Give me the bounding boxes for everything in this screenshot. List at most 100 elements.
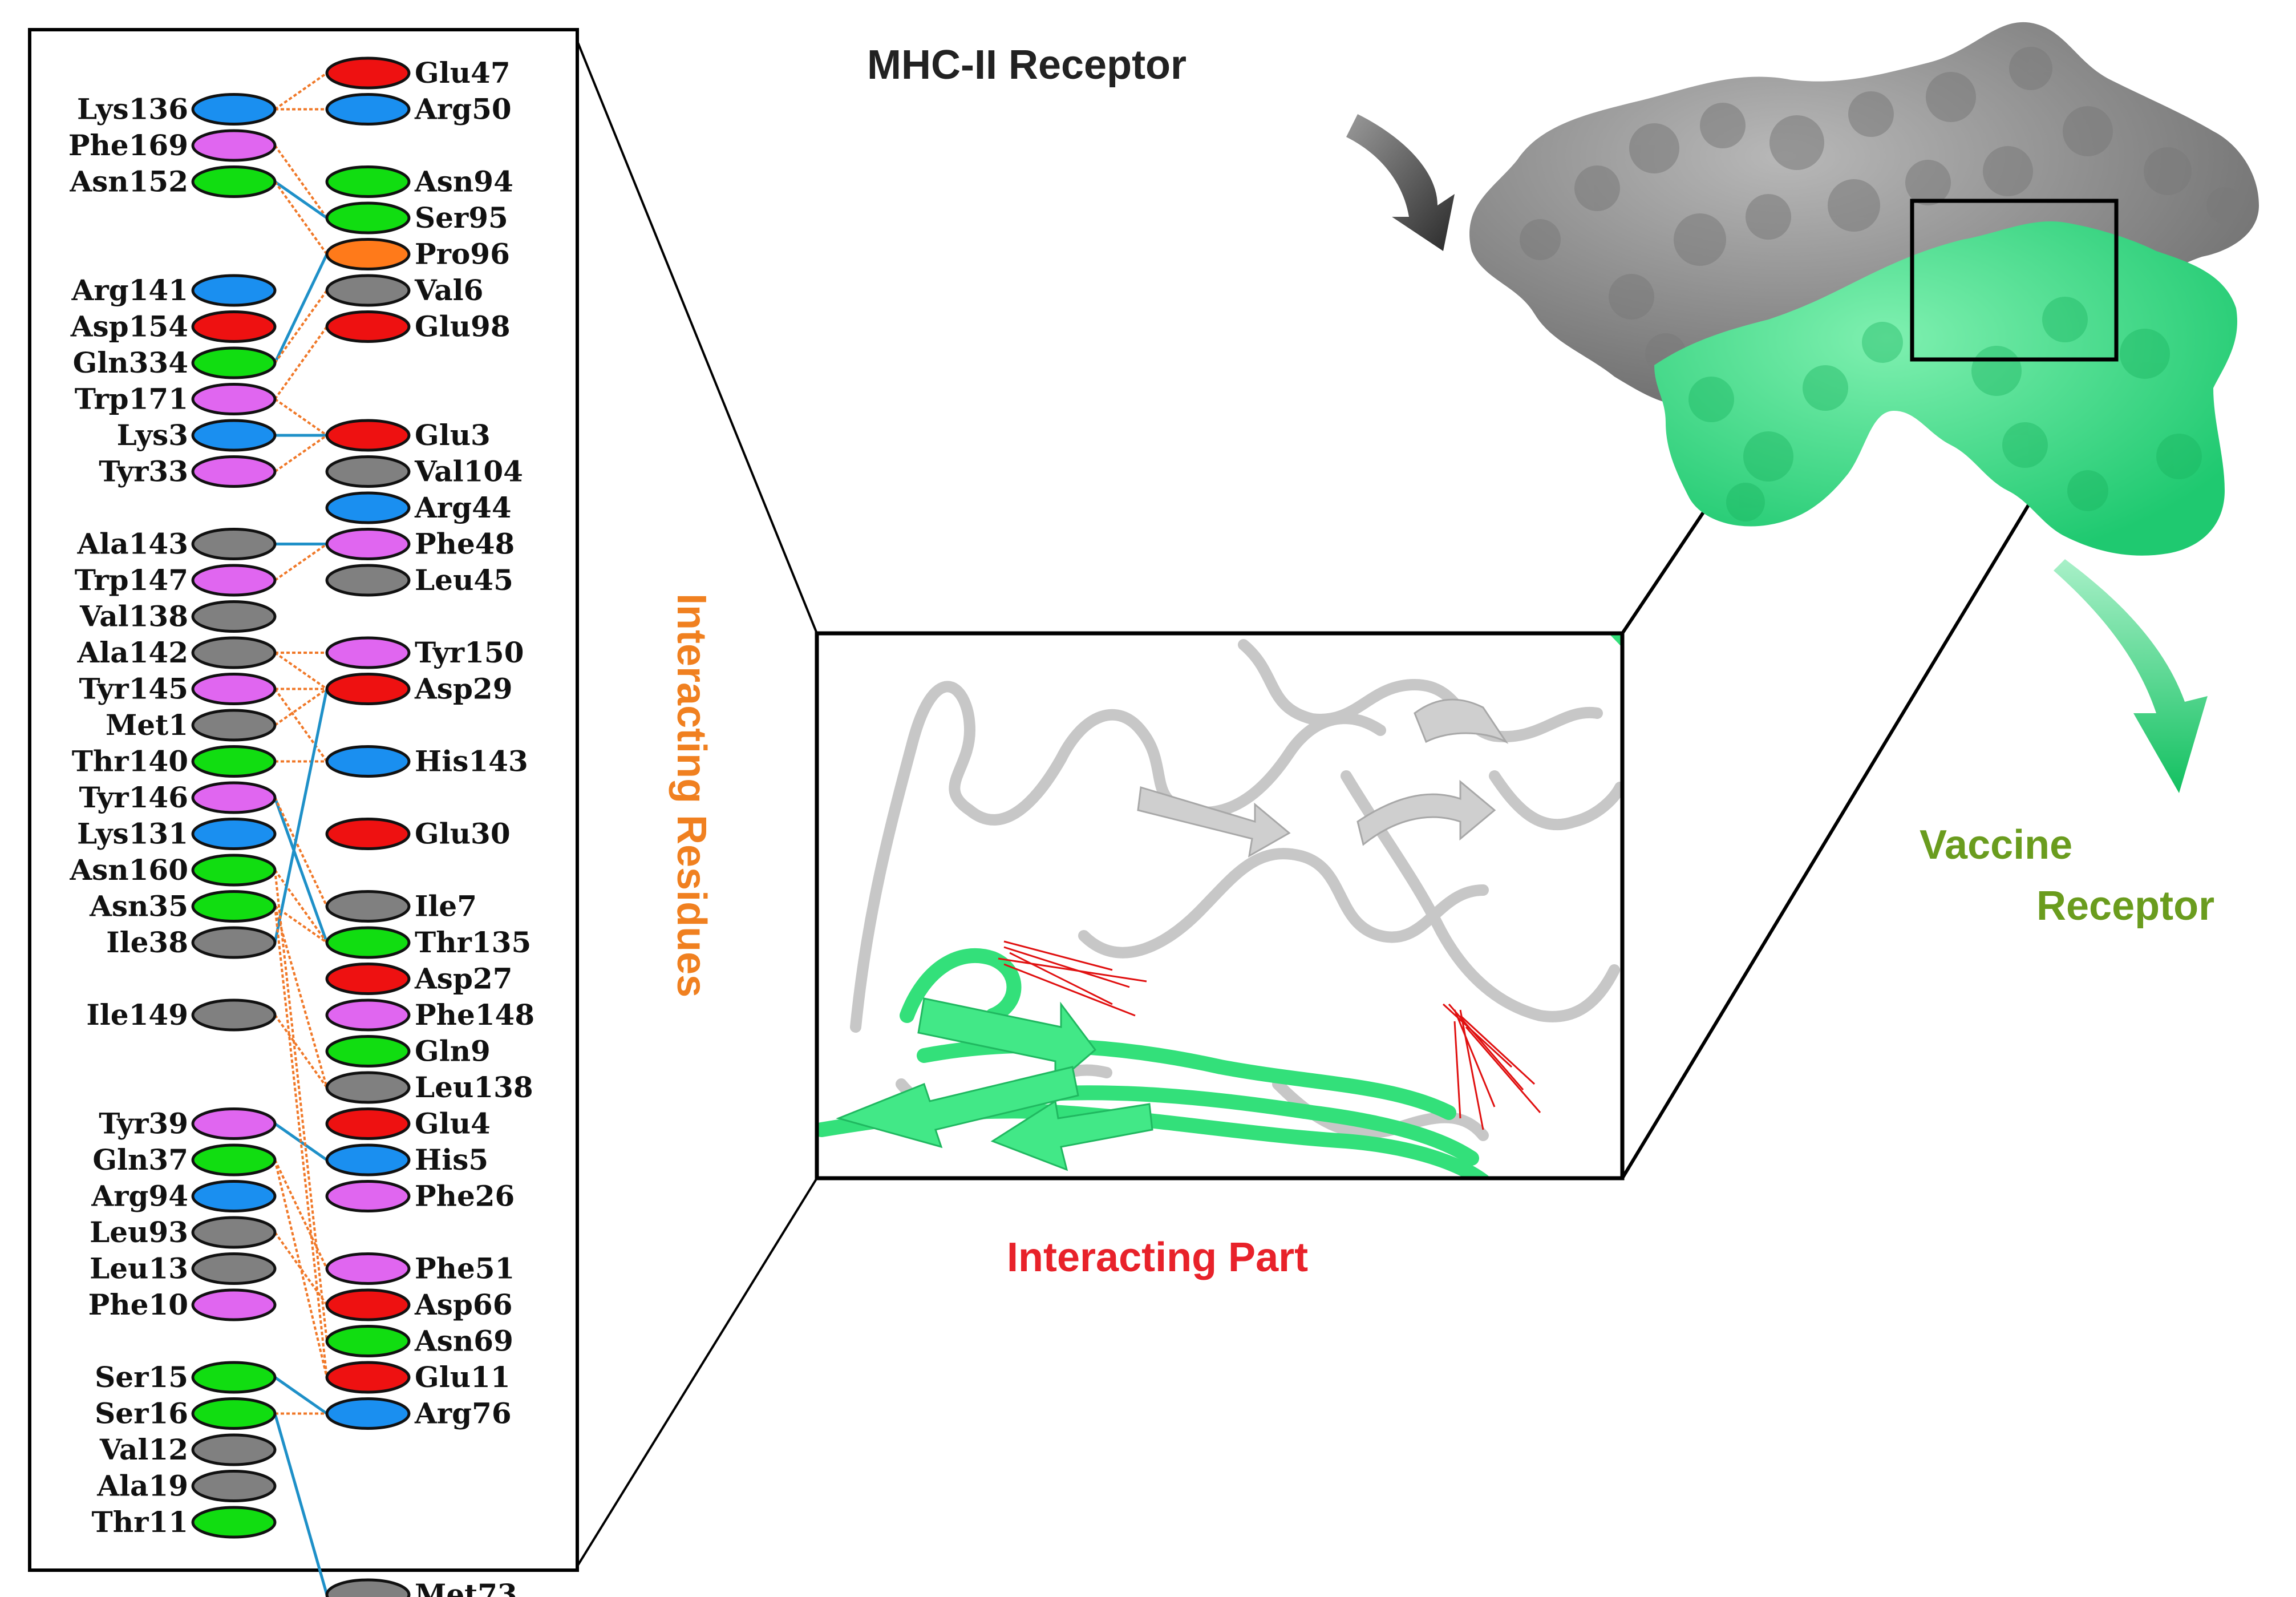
residue-phe10: Phe10: [88, 1288, 277, 1321]
residue-gln37: Gln37: [92, 1143, 277, 1176]
interaction-line-4: [274, 181, 328, 255]
residue-gln9: Gln9: [325, 1034, 491, 1068]
residue-node: [191, 745, 277, 778]
residue-node: [191, 1470, 277, 1502]
residue-node: [191, 383, 277, 415]
vaccine-arrow: [2054, 559, 2208, 793]
interaction-line-0: [274, 72, 328, 111]
residue-label: Gln334: [73, 346, 188, 379]
interaction-line-14: [274, 652, 328, 690]
residue-label: Trp171: [75, 382, 188, 416]
residue-label: His143: [415, 745, 528, 778]
residue-label: Lys3: [117, 418, 188, 452]
residue-node: [191, 818, 277, 850]
residue-node: [325, 636, 411, 669]
interaction-lines: [273, 72, 329, 1595]
residue-label: Ser15: [95, 1360, 188, 1394]
residue-ser16: Ser16: [95, 1397, 277, 1430]
interaction-line-3: [274, 180, 328, 220]
residue-lys136: Lys136: [77, 92, 277, 126]
residue-leu93: Leu93: [90, 1215, 277, 1249]
residue-label: Phe10: [88, 1288, 188, 1321]
residue-node: [325, 890, 411, 923]
residue-lys131: Lys131: [77, 817, 277, 851]
residue-label: Asp66: [414, 1288, 512, 1321]
residue-label: Glu98: [415, 310, 511, 343]
residue-node: [325, 745, 411, 778]
residue-label: Gln9: [415, 1034, 491, 1068]
residue-asn69: Asn69: [325, 1324, 513, 1358]
residue-node: [191, 1288, 277, 1321]
residue-phe51: Phe51: [325, 1252, 515, 1285]
residue-label: Asp154: [70, 310, 188, 343]
residue-node: [325, 1252, 411, 1285]
residue-asp27: Asp27: [325, 962, 512, 996]
residue-phe48: Phe48: [325, 527, 515, 561]
residue-node: [191, 1180, 277, 1212]
interaction-line-24: [273, 688, 329, 943]
residue-label: Phe51: [415, 1252, 515, 1285]
residue-label: Asp27: [414, 962, 512, 996]
interaction-site-selection-box: [1910, 199, 2119, 362]
residue-label: Ile7: [415, 890, 477, 923]
vaccine-texture: [1688, 297, 2202, 521]
residue-tyr33: Tyr33: [99, 455, 277, 488]
residue-label: Arg50: [414, 92, 512, 126]
residue-label: Ala19: [96, 1469, 188, 1503]
residue-node: [191, 636, 277, 669]
residue-label: Arg94: [91, 1179, 188, 1213]
residue-node: [325, 56, 411, 90]
residue-node: [191, 1506, 277, 1539]
interaction-line-7: [274, 326, 328, 400]
residue-phe169: Phe169: [68, 128, 277, 162]
residue-node: [325, 564, 411, 597]
residue-node: [325, 201, 411, 235]
residue-node: [325, 165, 411, 198]
residue-node: [325, 419, 411, 452]
residue-asp29: Asp29: [325, 672, 512, 706]
residue-lys3: Lys3: [117, 418, 277, 452]
residue-node: [325, 1288, 411, 1321]
residue-nodes: Lys136Phe169Asn152Arg141Asp154Gln334Trp1…: [68, 56, 534, 1597]
interaction-line-31: [274, 906, 328, 1378]
residue-node: [191, 1361, 277, 1394]
residue-label: Ala143: [76, 527, 188, 561]
residue-arg94: Arg94: [91, 1179, 277, 1213]
residue-ala143: Ala143: [76, 527, 277, 561]
residue-node: [191, 1252, 277, 1285]
mhc-ii-arrow: [1346, 114, 1455, 251]
projection-line-upper-left: [576, 41, 818, 634]
interaction-line-6: [274, 289, 328, 364]
residue-label: Lys136: [77, 92, 188, 126]
mhc-ii-receptor-label: MHC-II Receptor: [867, 42, 1187, 88]
interaction-line-19: [273, 797, 329, 943]
residue-node: [325, 818, 411, 850]
vaccine-label-line2: Receptor: [2036, 883, 2214, 929]
residue-node: [191, 1107, 277, 1140]
residue-asn35: Asn35: [89, 890, 277, 923]
residue-val6: Val6: [325, 273, 483, 307]
residue-arg50: Arg50: [325, 92, 512, 126]
interaction-line-25: [274, 1014, 328, 1089]
residue-label: Glu47: [415, 56, 511, 90]
interaction-line-33: [273, 1413, 329, 1595]
residue-asp66: Asp66: [325, 1288, 512, 1321]
residue-phe26: Phe26: [325, 1179, 515, 1213]
interacting-residues-label: Interacting Residues: [669, 593, 714, 997]
residue-ile38: Ile38: [106, 925, 277, 959]
residue-node: [325, 1361, 411, 1394]
interaction-line-30: [274, 870, 328, 1341]
residue-label: Arg76: [414, 1397, 512, 1430]
residue-node: [325, 673, 411, 705]
residue-node: [191, 165, 277, 198]
residue-tyr150: Tyr150: [325, 636, 524, 669]
residue-node: [191, 890, 277, 923]
residue-node: [191, 854, 277, 887]
interaction-line-10: [274, 434, 328, 473]
residue-val104: Val104: [325, 455, 523, 488]
residue-pro96: Pro96: [325, 237, 510, 271]
residue-glu11: Glu11: [325, 1360, 511, 1394]
residue-thr140: Thr140: [72, 745, 277, 778]
gray-arrows: [1137, 698, 1509, 858]
residue-label: Leu93: [90, 1215, 188, 1249]
